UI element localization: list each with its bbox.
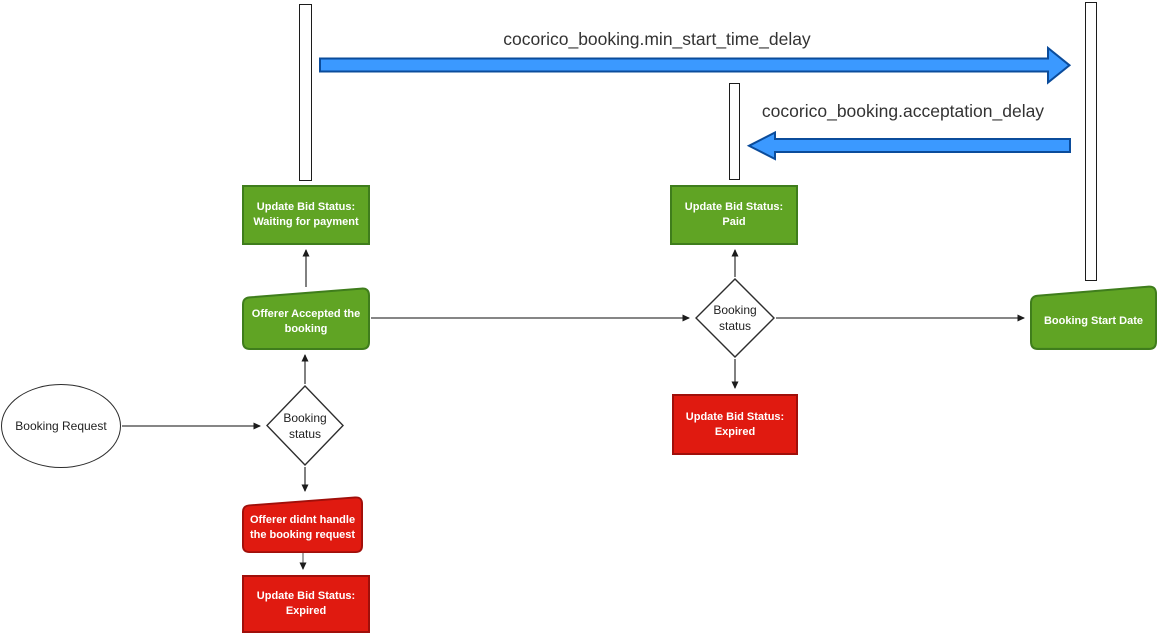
- node-booking-request-label: Booking Request: [15, 419, 107, 433]
- node-update-bid-waiting-label: Update Bid Status: Waiting for payment: [253, 201, 359, 228]
- acceptation-delay-label: cocorico_booking.acceptation_delay: [761, 101, 1045, 121]
- node-update-bid-paid: Update Bid Status: Paid: [670, 185, 798, 245]
- node-update-bid-expired-right: Update Bid Status: Expired: [672, 394, 798, 455]
- card-shape: [242, 496, 363, 553]
- node-booking-status-right: Booking status: [695, 278, 775, 358]
- acceptation-delay-arrow: [746, 130, 1071, 161]
- node-offerer-didnt-handle: Offerer didnt handle the booking request: [242, 496, 363, 553]
- node-booking-status-right-label: Booking status: [713, 303, 757, 333]
- diamond-shape: [266, 385, 344, 466]
- card-shape: [242, 287, 370, 350]
- timeline-bar-left: [299, 4, 312, 181]
- node-booking-request: Booking Request: [1, 384, 121, 468]
- min-start-time-delay-arrow: [319, 45, 1072, 85]
- node-update-bid-paid-label: Update Bid Status: Paid: [684, 201, 784, 228]
- node-update-bid-expired-left: Update Bid Status: Expired: [242, 575, 370, 633]
- node-booking-start-date: Booking Start Date: [1030, 285, 1157, 350]
- timeline-bar-right: [1085, 2, 1097, 281]
- node-booking-status-left: Booking status: [266, 385, 344, 466]
- diamond-shape: [695, 278, 775, 358]
- node-update-bid-waiting: Update Bid Status: Waiting for payment: [242, 185, 370, 245]
- node-update-bid-expired-left-label: Update Bid Status: Expired: [256, 590, 356, 617]
- node-update-bid-expired-right-label: Update Bid Status: Expired: [685, 410, 785, 438]
- node-booking-status-left-label: Booking status: [283, 410, 327, 441]
- node-booking-start-date-label: Booking Start Date: [1043, 314, 1143, 327]
- card-shape: [1030, 285, 1157, 350]
- node-offerer-accepted: Offerer Accepted the booking: [242, 287, 370, 350]
- node-offerer-accepted-label: Offerer Accepted the booking: [251, 308, 361, 335]
- timeline-bar-middle: [729, 83, 740, 180]
- min-start-time-delay-label: cocorico_booking.min_start_time_delay: [503, 29, 811, 49]
- node-offerer-didnt-handle-label: Offerer didnt handle the booking request: [249, 514, 356, 541]
